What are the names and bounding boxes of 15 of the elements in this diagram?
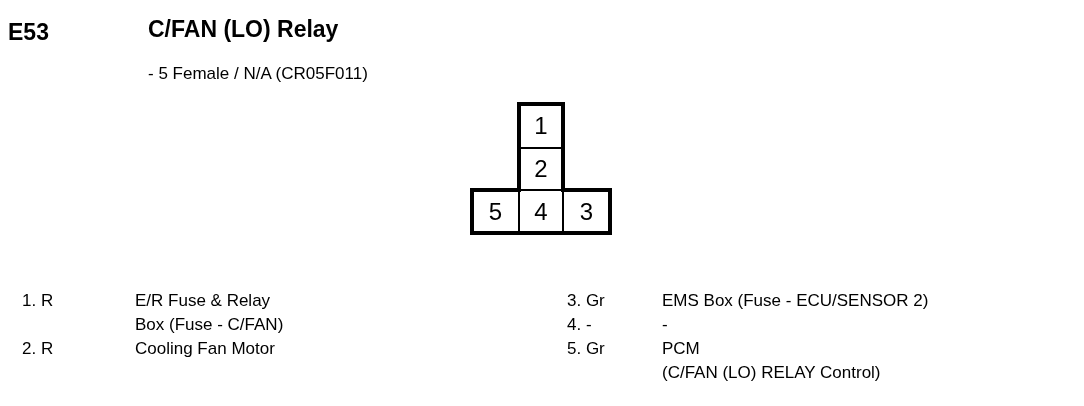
pin-wire: 1. R: [22, 290, 54, 312]
pin-wire: 3. Gr: [567, 290, 605, 312]
pin-wire: 2. R: [22, 338, 54, 360]
pin-wire: 5. Gr: [567, 338, 605, 360]
connector-code: E53: [8, 18, 49, 46]
pin-circuit: Cooling Fan Motor: [135, 338, 275, 360]
connector-title: C/FAN (LO) Relay: [148, 16, 339, 43]
pin-circuit: -: [662, 314, 668, 336]
pin-circuit: PCM (C/FAN (LO) RELAY Control): [662, 338, 881, 384]
pin-cell: 2: [519, 148, 563, 190]
connector-spec: - 5 Female / N/A (CR05F011): [148, 63, 368, 85]
pin-circuit: EMS Box (Fuse - ECU/SENSOR 2): [662, 290, 929, 312]
pin-cell: 4: [519, 190, 563, 233]
pin-wire: 4. -: [567, 314, 592, 336]
pin-circuit: E/R Fuse & Relay Box (Fuse - C/FAN): [135, 290, 284, 336]
